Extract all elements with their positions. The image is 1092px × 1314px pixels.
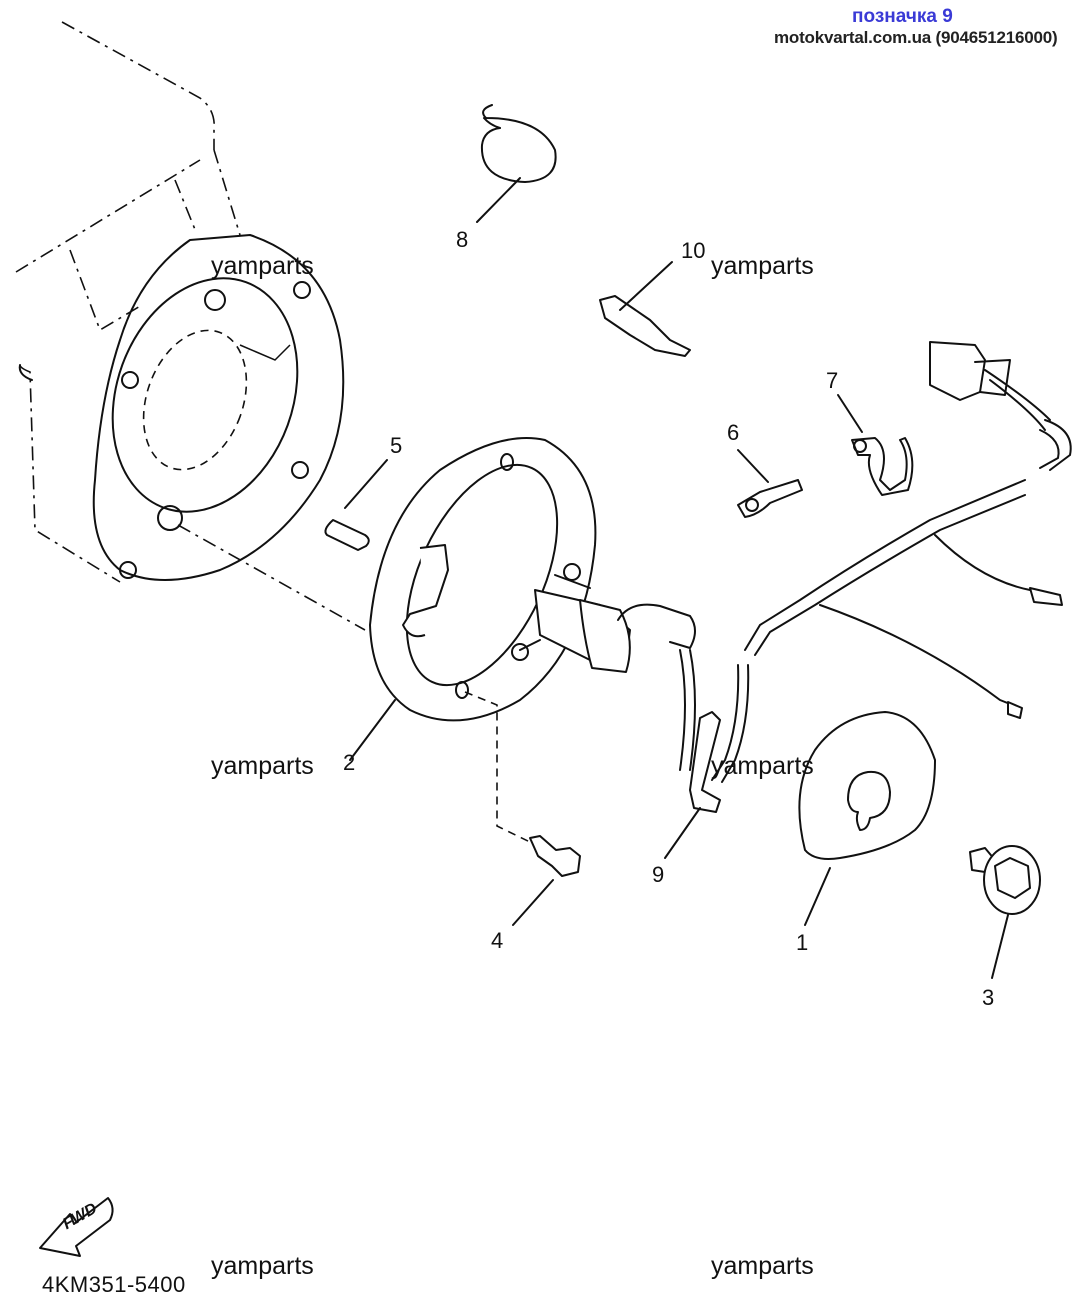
watermark: yamparts: [711, 752, 814, 780]
watermark: yamparts: [711, 1252, 814, 1280]
wire-harness: [711, 341, 1072, 783]
pickup-coil-assembly: [511, 563, 696, 771]
bracket-part-10: [599, 261, 691, 357]
header-tag: позначка 9: [852, 6, 953, 27]
fwd-arrow-icon: [39, 1197, 114, 1257]
lead-clamp-part-9: [664, 711, 721, 859]
diagram-code: 4KM351-5400: [42, 1272, 186, 1297]
callout-9: 9: [652, 862, 665, 887]
callout-2: 2: [343, 750, 356, 775]
bolt-part-3: [969, 845, 1041, 979]
callout-7: 7: [826, 368, 839, 393]
clip-part-7: [837, 394, 914, 496]
cover-plate-part-1: [798, 711, 936, 926]
callout-6: 6: [727, 420, 740, 445]
bolt-part-4: [512, 835, 581, 926]
clamp-part-6: [737, 449, 803, 518]
callout-3: 3: [982, 985, 995, 1010]
callout-10: 10: [681, 238, 706, 263]
watermark: yamparts: [211, 1252, 314, 1280]
callout-8: 8: [456, 227, 469, 252]
watermark: yamparts: [211, 752, 314, 780]
circlip-part-8: [476, 104, 557, 223]
callout-5: 5: [390, 433, 403, 458]
engine-case: [15, 21, 345, 583]
watermark: yamparts: [211, 252, 314, 280]
header-site: motokvartal.com.ua (904651216000): [774, 28, 1058, 47]
watermark: yamparts: [711, 252, 814, 280]
alignment-line-bolt: [464, 691, 531, 843]
dowel-pin-part-5: [324, 459, 388, 551]
alignment-line-plate: [177, 524, 366, 631]
callout-1: 1: [796, 930, 809, 955]
callout-4: 4: [491, 928, 504, 953]
base-plate-part-2: [349, 437, 597, 761]
